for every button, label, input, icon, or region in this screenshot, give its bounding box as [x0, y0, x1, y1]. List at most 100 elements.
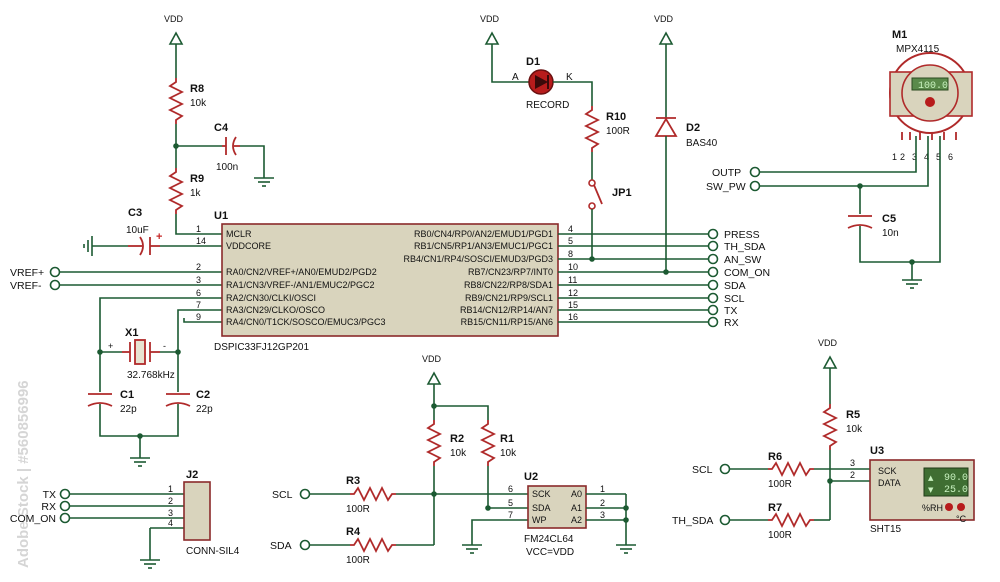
- port-outp[interactable]: OUTP: [712, 166, 761, 179]
- resistor-r5[interactable]: R5 10k: [821, 404, 863, 450]
- net-port[interactable]: [707, 304, 719, 316]
- port-u3-scl[interactable]: SCL: [692, 463, 731, 476]
- svg-text:VDD: VDD: [164, 14, 184, 24]
- u1-pin-name: MCLR: [226, 229, 252, 239]
- capacitor-c2[interactable]: C2 22p: [165, 389, 213, 415]
- resistor-r8[interactable]: R8 10k: [167, 78, 207, 124]
- port-u3-th-sda[interactable]: TH_SDA: [672, 514, 731, 527]
- resistor-r1[interactable]: R1 10k: [479, 420, 517, 466]
- chip-u1[interactable]: U1 DSPIC33FJ12GP201: [214, 210, 559, 353]
- watermark-text: Adobe Stock | #560856996: [15, 380, 32, 568]
- net-port[interactable]: [707, 292, 719, 304]
- net-port[interactable]: [707, 316, 719, 328]
- u2-ref: U2: [524, 471, 538, 483]
- svg-text:SCL: SCL: [272, 489, 293, 501]
- resistor-r7[interactable]: R7 100R: [768, 502, 814, 541]
- u2-pin-number: 1: [600, 484, 605, 494]
- vdd-symbol-d1: VDD: [480, 14, 500, 45]
- j2-net-port[interactable]: [59, 512, 71, 524]
- ground-j2: [139, 559, 161, 569]
- u2-pin-name: SDA: [532, 503, 551, 513]
- svg-text:2: 2: [850, 470, 855, 480]
- u1-pin-number: 12: [568, 288, 578, 298]
- crystal-x1[interactable]: X1 32.768kHz + -: [108, 327, 175, 381]
- resistor-r10[interactable]: R10 100R: [583, 106, 630, 152]
- u1-pin-name: RB14/CN12/RP14/AN7: [460, 305, 553, 315]
- svg-text:▲: ▲: [928, 474, 934, 482]
- resistor-r3[interactable]: R3 100R: [346, 475, 396, 515]
- net-port[interactable]: [707, 240, 719, 252]
- jumper-jp1[interactable]: JP1: [588, 179, 632, 210]
- c1-ref: C1: [120, 389, 134, 401]
- u2-pin-name: WP: [532, 515, 547, 525]
- m1-pin-number: 2: [900, 152, 905, 162]
- ground-u2: [615, 544, 637, 554]
- net-port[interactable]: [707, 279, 719, 291]
- u1-pin-number: 5: [568, 236, 573, 246]
- port-u2-sda[interactable]: SDA: [270, 539, 311, 552]
- u1-pin-number: 3: [196, 275, 201, 285]
- u1-pin-number: 6: [196, 288, 201, 298]
- u1-pin-number: 15: [568, 300, 578, 310]
- svg-text:OUTP: OUTP: [712, 167, 741, 179]
- net-port[interactable]: [707, 228, 719, 240]
- u1-pin-number: 10: [568, 262, 578, 272]
- d1-ref: D1: [526, 56, 540, 68]
- u2-pin-name: A1: [571, 503, 582, 513]
- resistor-r2[interactable]: R2 10k: [425, 420, 467, 466]
- c2-value: 22p: [196, 404, 213, 415]
- port-u2-scl[interactable]: SCL: [272, 488, 311, 501]
- pressure-sensor-m1[interactable]: 100.0 M1 MPX4115: [889, 29, 973, 134]
- capacitor-c5[interactable]: C5 10n: [847, 213, 899, 239]
- net-port[interactable]: [707, 253, 719, 265]
- d1-anode: A: [512, 72, 519, 83]
- net-label: SDA: [724, 280, 746, 292]
- u1-pin-name: RA1/CN3/VREF-/AN1/EMUC2/PGC2: [226, 280, 375, 290]
- j2-net-port[interactable]: [59, 488, 71, 500]
- u1-pin-name: RB8/CN22/RP8/SDA1: [464, 280, 553, 290]
- r7-value: 100R: [768, 530, 792, 541]
- net-label: COM_ON: [724, 267, 770, 279]
- c4-ref: C4: [214, 122, 229, 134]
- r2-value: 10k: [450, 448, 467, 459]
- svg-text:-: -: [163, 341, 166, 351]
- port-vref-plus[interactable]: VREF+: [10, 266, 61, 279]
- d2-ref: D2: [686, 122, 700, 134]
- u2-pin-number: 7: [508, 510, 513, 520]
- m1-pin-number: 4: [924, 152, 929, 162]
- j2-net-port[interactable]: [59, 500, 71, 512]
- led-d1[interactable]: D1 A K RECORD: [512, 56, 573, 111]
- vdd-symbol-d2: VDD: [654, 14, 674, 45]
- capacitor-c1[interactable]: C1 22p: [87, 389, 137, 415]
- port-vref-minus[interactable]: VREF-: [10, 279, 61, 292]
- u1-pin-number: 11: [568, 275, 577, 285]
- r6-ref: R6: [768, 451, 782, 463]
- r2-ref: R2: [450, 433, 464, 445]
- d1-cathode: K: [566, 72, 573, 83]
- c4-value: 100n: [216, 162, 238, 173]
- resistor-r4[interactable]: R4 100R: [346, 526, 396, 566]
- m1-display: 100.0: [918, 81, 948, 92]
- u1-pin-number: 9: [196, 312, 201, 322]
- humidity-sensor-u3[interactable]: U3 SHT15 SCK DATA 90.0 25.0 ▲ ▼ %RH °C: [869, 445, 975, 535]
- capacitor-c4[interactable]: C4 100n: [214, 122, 240, 173]
- resistor-r9[interactable]: R9 1k: [167, 168, 204, 214]
- capacitor-c3[interactable]: + C3 10uF: [126, 207, 162, 256]
- u2-part: FM24CL64: [524, 534, 574, 545]
- resistor-r6[interactable]: R6 100R: [768, 451, 814, 490]
- c1-value: 22p: [120, 404, 137, 415]
- svg-text:VREF-: VREF-: [10, 280, 42, 292]
- memory-chip-u2[interactable]: U2 FM24CL64 VCC=VDD: [524, 471, 587, 558]
- j2-part: CONN-SIL4: [186, 546, 240, 557]
- connector-j2[interactable]: J2 CONN-SIL4: [183, 469, 240, 557]
- svg-text:SCL: SCL: [692, 464, 713, 476]
- j2-net-label: COM_ON: [10, 513, 56, 525]
- net-port[interactable]: [707, 266, 719, 278]
- port-sw-pw[interactable]: SW_PW: [706, 180, 761, 193]
- u3-part: SHT15: [870, 524, 902, 535]
- svg-text:+: +: [108, 341, 113, 351]
